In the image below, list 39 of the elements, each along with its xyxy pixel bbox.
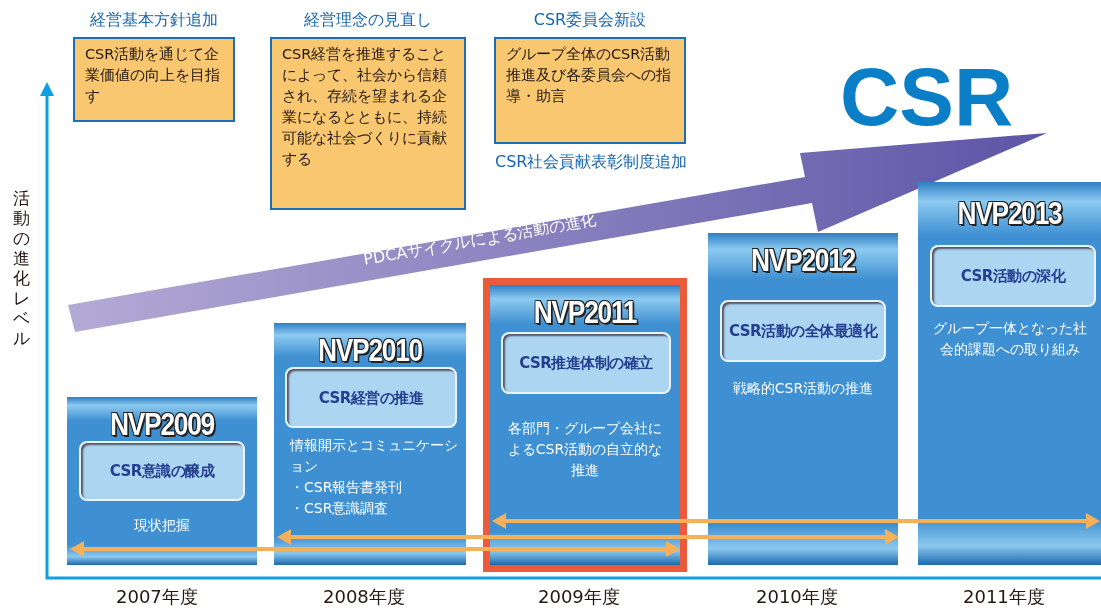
plan-title: NVP2009: [109, 407, 215, 443]
period-arrow: [70, 541, 680, 557]
heading: CSR: [840, 52, 1014, 142]
plan-column: [67, 397, 257, 565]
note-heading: CSR委員会新設: [532, 9, 648, 30]
year-label: 2009年度: [538, 585, 620, 609]
plan-text: 現状把握: [133, 516, 191, 535]
plan-text: 各部門・グループ会社によるCSR活動の自立的な推進: [506, 419, 664, 480]
note-text: CSR経営を推進することによって、社会から信頼され、存続を望まれる企業になるとともに、持続可能な社会づくりに貢献する: [282, 45, 448, 169]
plan-column: [274, 323, 466, 565]
plan-column: [918, 182, 1101, 565]
period-arrow: [277, 529, 899, 545]
plan-text: ・CSR意識調査: [290, 499, 390, 518]
plan-title: NVP2012: [750, 243, 856, 279]
plan-title: NVP2010: [317, 333, 423, 369]
theme-box: CSR推進体制の確立: [501, 332, 671, 394]
plan-text: ・CSR報告書発刊: [290, 478, 404, 497]
plan-title: NVP2013: [956, 196, 1063, 232]
note-heading: 経営基本方針追加: [89, 9, 219, 30]
year-label: 2007年度: [116, 585, 198, 609]
theme-box: CSR経営の推進: [285, 367, 457, 428]
block-arrow: [68, 133, 1047, 332]
theme-box: CSR活動の深化: [930, 245, 1096, 307]
year-label: 2008年度: [323, 585, 405, 609]
theme-box: CSR活動の全体最適化: [720, 300, 886, 362]
note-heading: CSR社会貢献表彰制度追加: [495, 152, 688, 173]
note-heading: 経営理念の見直し: [303, 9, 433, 30]
theme-box: CSR意識の醸成: [79, 441, 245, 501]
period-arrow: [492, 513, 1100, 529]
plan-text: 情報開示とコミュニケーション: [290, 436, 458, 476]
year-label: 2010年度: [756, 585, 838, 609]
plan-text: 戦略的CSR活動の推進: [731, 379, 875, 398]
axis-label: 活動の進化レベル: [12, 188, 30, 348]
plan-column: [708, 233, 898, 565]
note-text: CSR活動を通じて企業価値の向上を目指す: [85, 45, 221, 106]
year-label: 2011年度: [963, 585, 1045, 609]
plan-title: NVP2011: [532, 295, 638, 331]
note-text: グループ全体のCSR活動推進及び各委員会への指導・助言: [506, 45, 672, 106]
plan-text: グループ一体となった社会的課題への取り組み: [932, 319, 1087, 359]
